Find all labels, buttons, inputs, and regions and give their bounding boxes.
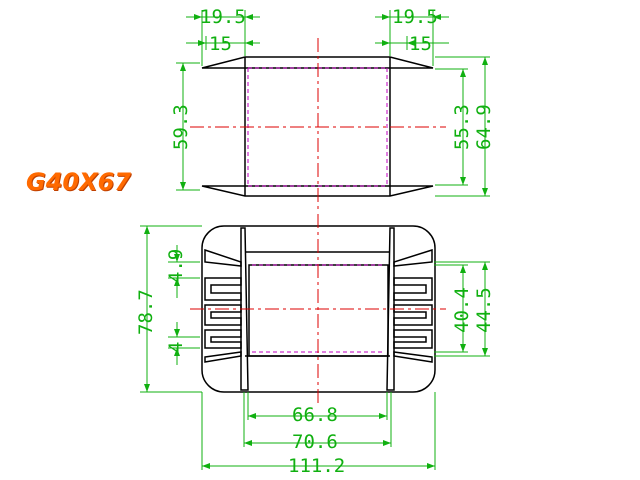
dim-top-left-outer: 19.5 [200,6,246,28]
dim-front-overall-width: 111.2 [288,455,345,477]
front-view-right-pillar [386,227,395,391]
dim-front-window-height: 40.4 [451,287,473,333]
front-view-right-fins [393,248,433,363]
dim-front-inner-width: 66.8 [292,404,338,426]
dim-front-slot-top: 4.9 [165,249,187,283]
front-view-centerlines [190,214,446,405]
front-view-dim-arrows [144,226,488,469]
top-view-centerlines [190,38,446,210]
front-view-left-fins [204,248,242,363]
front-view-dimensions [140,225,490,470]
dim-top-right-inner: 15 [409,33,432,55]
model-label: G40X67 [26,168,131,196]
dim-front-slot-bottom: 4 [165,342,187,353]
dim-top-right-outer-height: 64.9 [473,104,495,150]
dim-top-left-inner: 15 [209,33,232,55]
dim-front-outer-width: 70.6 [292,431,338,453]
dim-front-overall-height: 78.7 [135,289,157,335]
dim-top-right-outer: 19.5 [392,6,438,28]
dim-front-window-outer-height: 44.5 [473,287,495,333]
dim-top-right-inner-height: 55.3 [451,104,473,150]
top-view-dim-arrows [180,14,488,196]
dim-top-left-height: 59.3 [170,104,192,150]
